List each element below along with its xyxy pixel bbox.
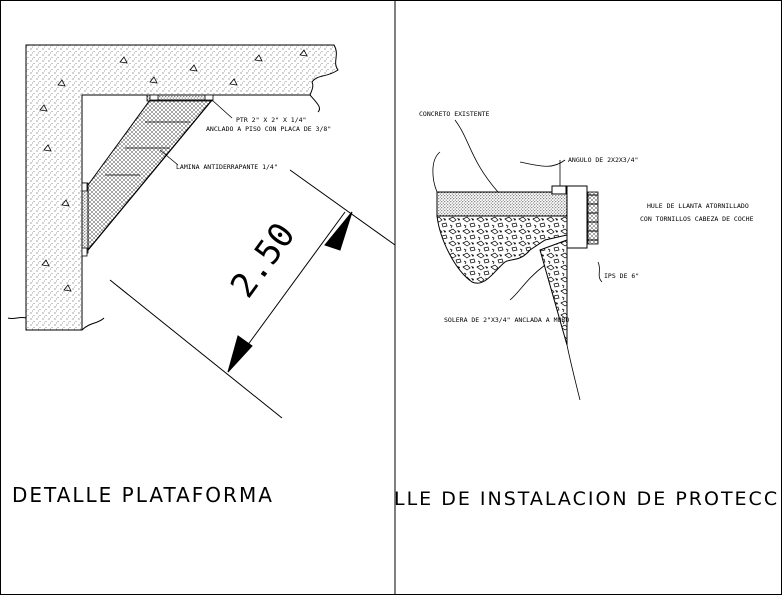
label-ptr: PTR 2" X 2" X 1/4": [236, 116, 306, 124]
leader-lamina: [159, 149, 179, 166]
label-solera: SOLERA DE 2"X3/4" ANCLADA A MURO: [444, 316, 569, 324]
angle-bracket: [551, 185, 567, 195]
platform-structure: [81, 94, 214, 257]
label-ips: IPS DE 6": [604, 272, 639, 280]
left-title: DETALLE PLATAFORMA: [12, 483, 274, 507]
label-hule-2: CON TORNILLOS CABEZA DE COCHE: [640, 215, 754, 223]
aggregate-marks: [39, 49, 308, 292]
concrete-wall: [25, 44, 339, 331]
right-title: LLE DE INSTALACION DE PROTECCION: [394, 488, 782, 510]
label-hule-1: HULE DE LLANTA ATORNILLADO: [647, 202, 749, 210]
protection-detail: CONCRETO EXISTENTE ANGULO DE 2X2X3/4" HU…: [394, 110, 782, 510]
soil-rock: [436, 215, 568, 284]
dimension-line: [109, 169, 396, 419]
wall-wedge: [539, 239, 568, 346]
label-concreto: CONCRETO EXISTENTE: [419, 110, 490, 118]
label-lamina: LAMINA ANTIDERRAPANTE 1/4": [176, 163, 278, 171]
label-angulo: ANGULO DE 2X2X3/4": [568, 156, 638, 164]
label-anclado: ANCLADO A PISO CON PLACA DE 3/8": [206, 125, 331, 133]
leader-ptr: [211, 99, 233, 119]
rubber-guard: [566, 185, 588, 249]
dimension-value: 2.50: [223, 216, 303, 306]
platform-detail: PTR 2" X 2" X 1/4" ANCLADO A PISO CON PL…: [7, 44, 396, 507]
existing-concrete: [436, 191, 568, 217]
